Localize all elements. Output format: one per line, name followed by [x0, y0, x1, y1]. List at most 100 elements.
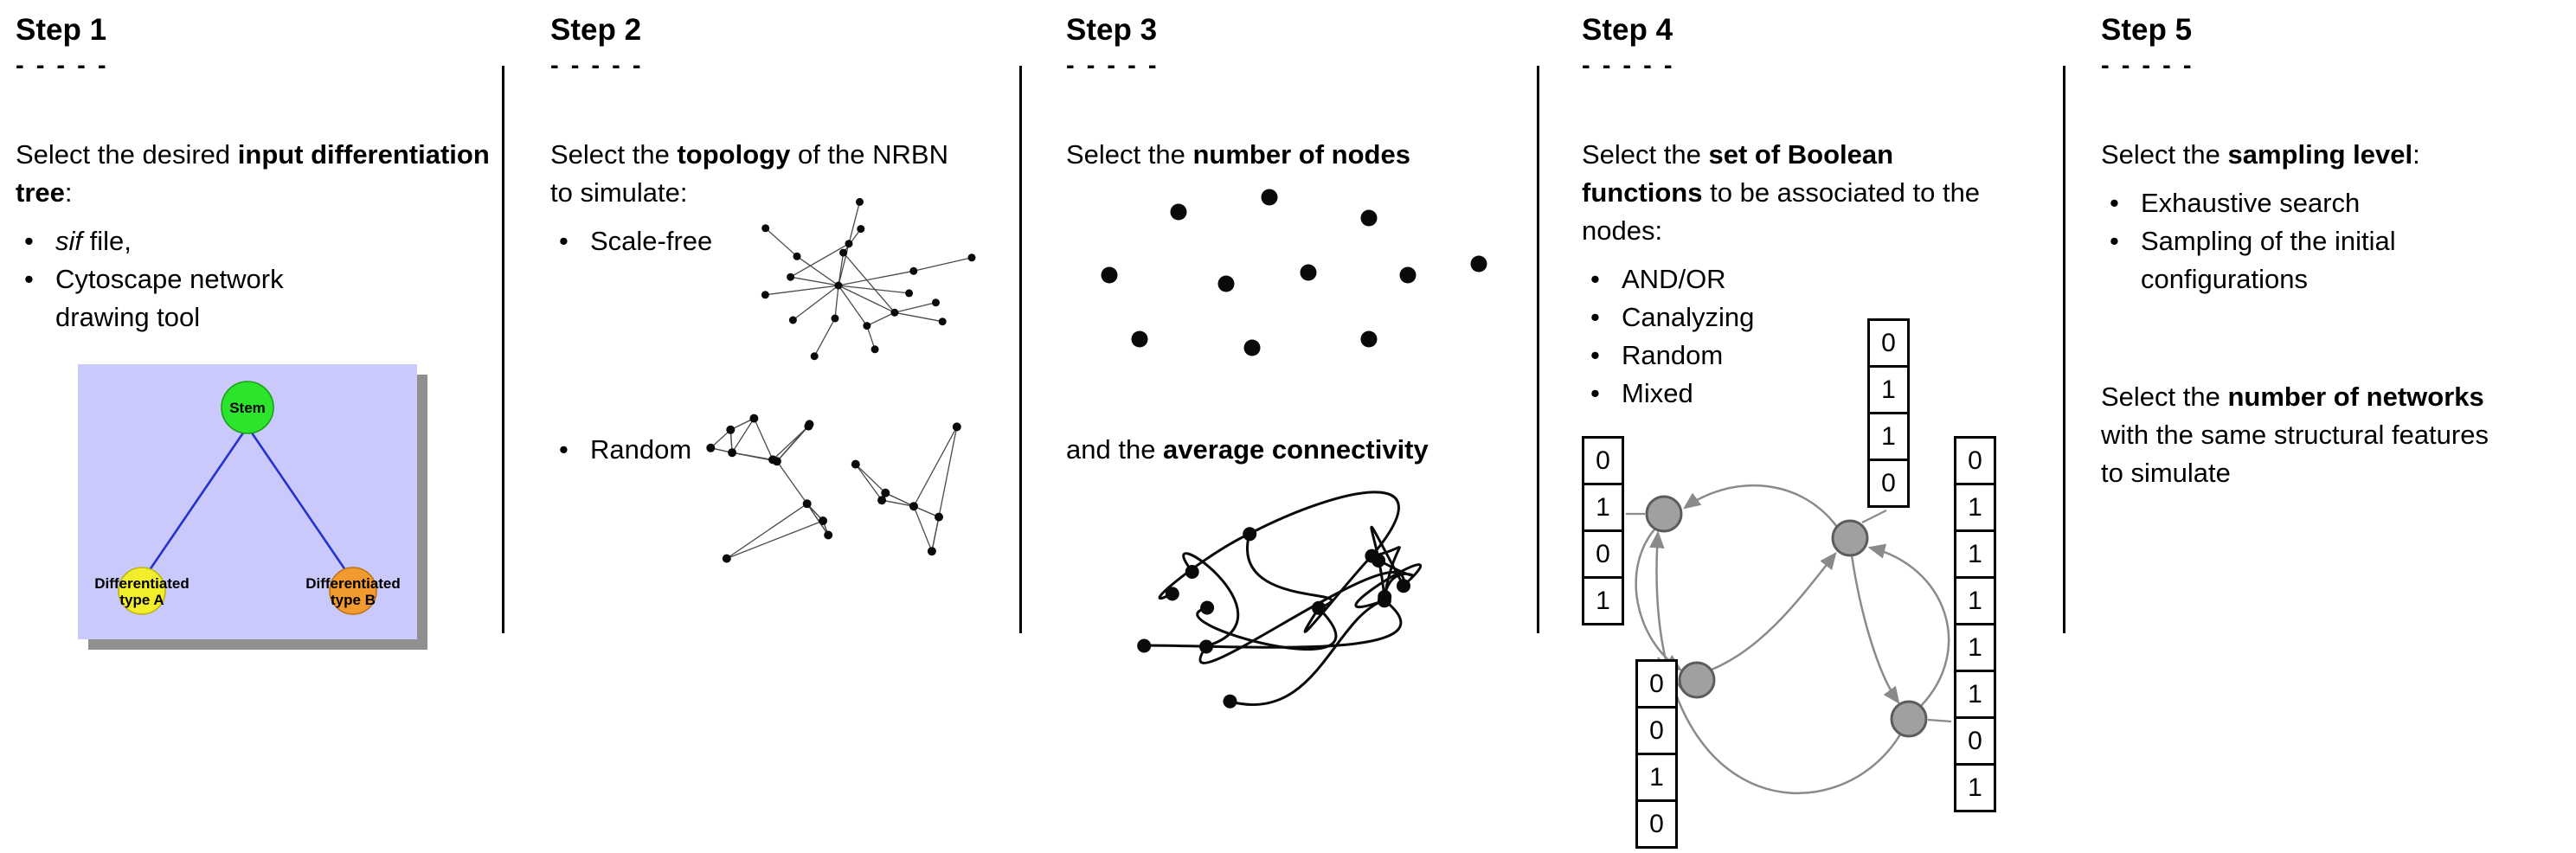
network-node	[706, 443, 716, 452]
network-node	[1470, 255, 1487, 273]
connectivity-graphic	[1137, 491, 1423, 709]
network-edge	[838, 285, 868, 326]
regulatory-edge	[1711, 552, 1837, 671]
truth-table-cell: 0	[1635, 706, 1678, 755]
network-node	[793, 252, 801, 260]
network-edge	[765, 285, 839, 296]
network-edge	[813, 317, 836, 357]
network-node	[1300, 264, 1317, 281]
network-node	[856, 197, 864, 206]
step4-column: Step 4 - - - - - Select the set of Boole…	[1582, 12, 2006, 850]
network-edge	[838, 285, 909, 294]
network-node	[819, 516, 828, 525]
step5-column: Step 5 - - - - - Select the sampling lev…	[2101, 12, 2568, 850]
network-node	[877, 496, 887, 505]
regulatory-node-4	[1890, 700, 1928, 738]
network-edge	[796, 255, 839, 286]
truth-table-cell: 1	[1867, 412, 1910, 461]
network-node	[787, 273, 795, 281]
step1-intro: Select the desired input differentiation…	[16, 139, 490, 208]
step3-intro: Select the number of nodes	[1066, 139, 1410, 170]
step2-bullet-list: Scale-free	[550, 222, 957, 260]
network-edge	[776, 460, 808, 504]
nodes-dots-graphic	[1101, 189, 1487, 356]
network-edge	[765, 228, 798, 257]
column-divider-3	[1537, 66, 1539, 633]
network-node	[772, 457, 781, 466]
truth-table-cell: 0	[1954, 716, 1996, 766]
network-node	[1399, 266, 1416, 284]
truth-table-cell: 1	[1954, 623, 1996, 672]
network-edge	[913, 257, 973, 272]
column-divider-4	[2063, 66, 2065, 633]
network-node	[810, 352, 819, 361]
network-node	[870, 345, 879, 354]
network-node	[1185, 565, 1199, 579]
emphasis-input-differentiation-tree: input differentiation tree	[16, 139, 490, 208]
network-edge	[710, 429, 731, 449]
step3-connectivity-text: and the average connectivity	[1066, 434, 1429, 465]
network-node	[967, 253, 976, 262]
network-edge	[1143, 599, 1403, 649]
network-node	[851, 459, 860, 469]
regulatory-node-2	[1831, 519, 1869, 557]
truth-table-cell: 1	[1582, 483, 1624, 532]
network-edge	[866, 325, 876, 350]
bullet-random: Random	[550, 431, 691, 469]
network-node	[1312, 600, 1326, 615]
network-node	[804, 421, 813, 431]
network-edge	[838, 270, 914, 286]
network-node	[728, 448, 737, 458]
network-node	[1223, 694, 1237, 709]
truth-table-cell: 0	[1582, 436, 1624, 485]
network-node	[881, 488, 890, 497]
network-edge	[776, 426, 809, 462]
truth-table-right: 0 1 1 1 1 1 0 1	[1954, 436, 1996, 812]
network-node	[909, 502, 918, 511]
stem-label: Stem	[229, 400, 266, 416]
network-edge	[793, 285, 839, 321]
bullet-and-or: AND/OR	[1582, 260, 2006, 298]
bullet-exhaustive-search: Exhaustive search	[2101, 184, 2568, 222]
step4-bullet-list: AND/OR Canalyzing Random Mixed	[1582, 260, 2006, 413]
type-a-label-line1: Differentiated	[94, 575, 190, 592]
type-a-node	[118, 567, 166, 616]
scale-free-graphic	[761, 197, 976, 361]
network-node	[1243, 339, 1261, 356]
step3-title: Step 3	[1066, 13, 1158, 47]
network-node	[845, 240, 853, 248]
network-node	[1243, 527, 1257, 542]
network-edge	[1196, 606, 1338, 651]
truth-table-cell: 1	[1582, 576, 1624, 625]
truth-table-cell: 0	[1867, 459, 1910, 508]
regulatory-node-3	[1678, 661, 1716, 699]
network-edge	[866, 311, 896, 327]
bullet-scale-free: Scale-free	[550, 222, 957, 260]
step4-intro: Select the set of Boolean functions to b…	[1582, 139, 1981, 247]
network-node	[909, 266, 918, 275]
network-edge	[913, 505, 940, 518]
network-edge	[938, 426, 958, 517]
network-node	[761, 224, 770, 233]
network-edge	[1246, 533, 1333, 610]
stem-node	[221, 381, 274, 435]
network-node	[1261, 189, 1278, 206]
step4-dashed-separator: - - - - -	[1582, 52, 1675, 80]
regulatory-edge	[1867, 543, 1950, 707]
network-edge	[848, 202, 861, 244]
network-edge	[1371, 546, 1401, 598]
network-edge	[838, 243, 850, 286]
network-node	[935, 512, 943, 522]
network-edge	[730, 418, 755, 431]
truth-table-cell: 0	[1635, 799, 1678, 849]
network-edge	[881, 499, 915, 507]
bullet-sampling-initial-configurations: Sampling of the initial configurations	[2101, 222, 2568, 298]
type-b-node	[329, 567, 377, 616]
network-edge	[806, 503, 829, 536]
network-edge	[1370, 525, 1405, 601]
truth-table-cell: 1	[1635, 753, 1678, 802]
regulatory-node-1	[1645, 495, 1683, 533]
network-edge	[790, 276, 839, 286]
network-node	[1165, 587, 1179, 601]
type-a-label-line2: type A	[119, 592, 164, 608]
